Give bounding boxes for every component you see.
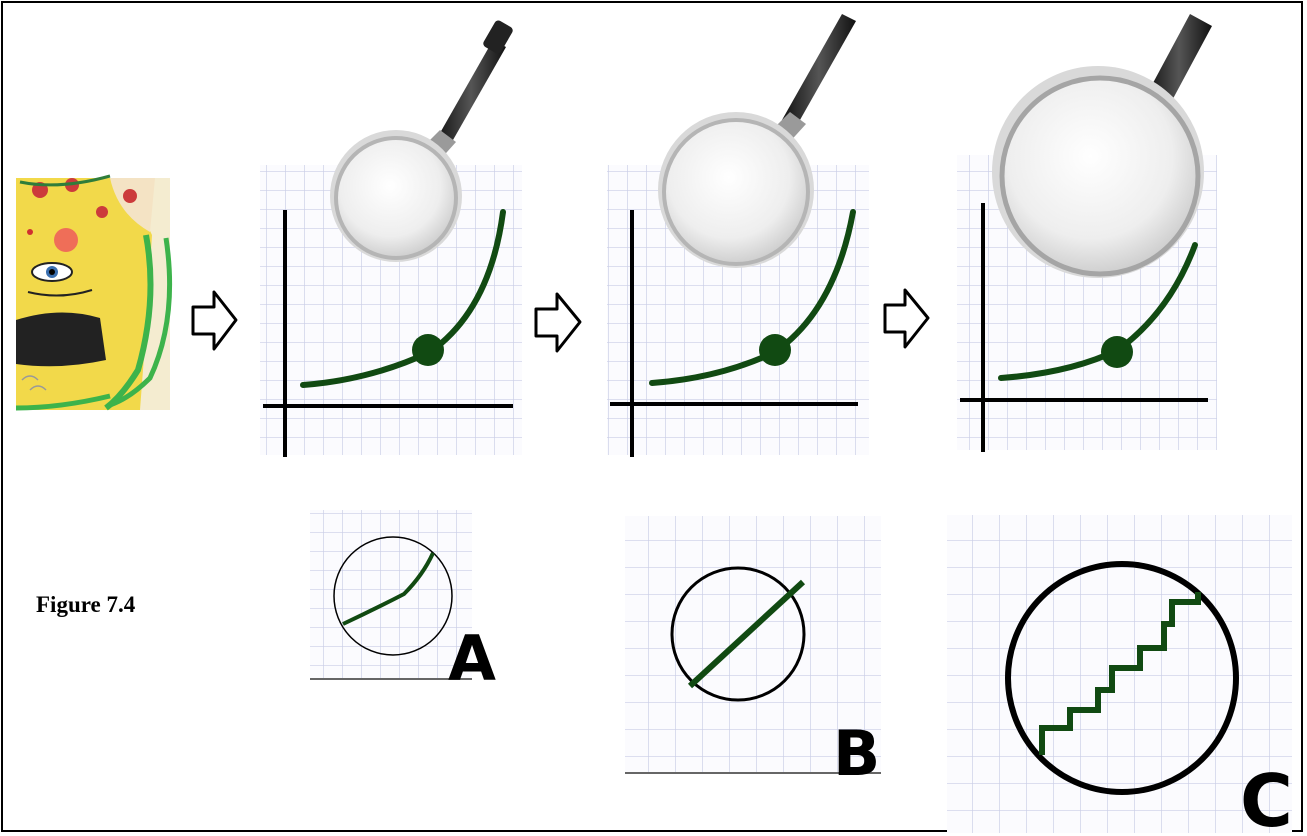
panel-c	[947, 515, 1292, 833]
curve-point	[759, 334, 791, 366]
magnifying-glass-icon	[330, 20, 513, 262]
figure-caption: Figure 7.4	[36, 592, 136, 617]
panel-letter-c: C	[1240, 759, 1293, 836]
panel-letter-b: B	[833, 717, 880, 790]
arrow-right-icon	[191, 290, 238, 351]
magnifying-glass-icon	[992, 14, 1212, 278]
panel-letter-a: A	[448, 622, 496, 695]
arrow-right-icon	[534, 292, 582, 353]
doll-image	[15, 174, 173, 411]
panel-a	[310, 510, 472, 680]
curve-point	[1101, 336, 1133, 368]
curve-point	[412, 334, 444, 366]
arrow-right-icon	[883, 288, 930, 349]
panel-b	[625, 516, 881, 774]
magnifying-glass-icon	[658, 14, 856, 268]
